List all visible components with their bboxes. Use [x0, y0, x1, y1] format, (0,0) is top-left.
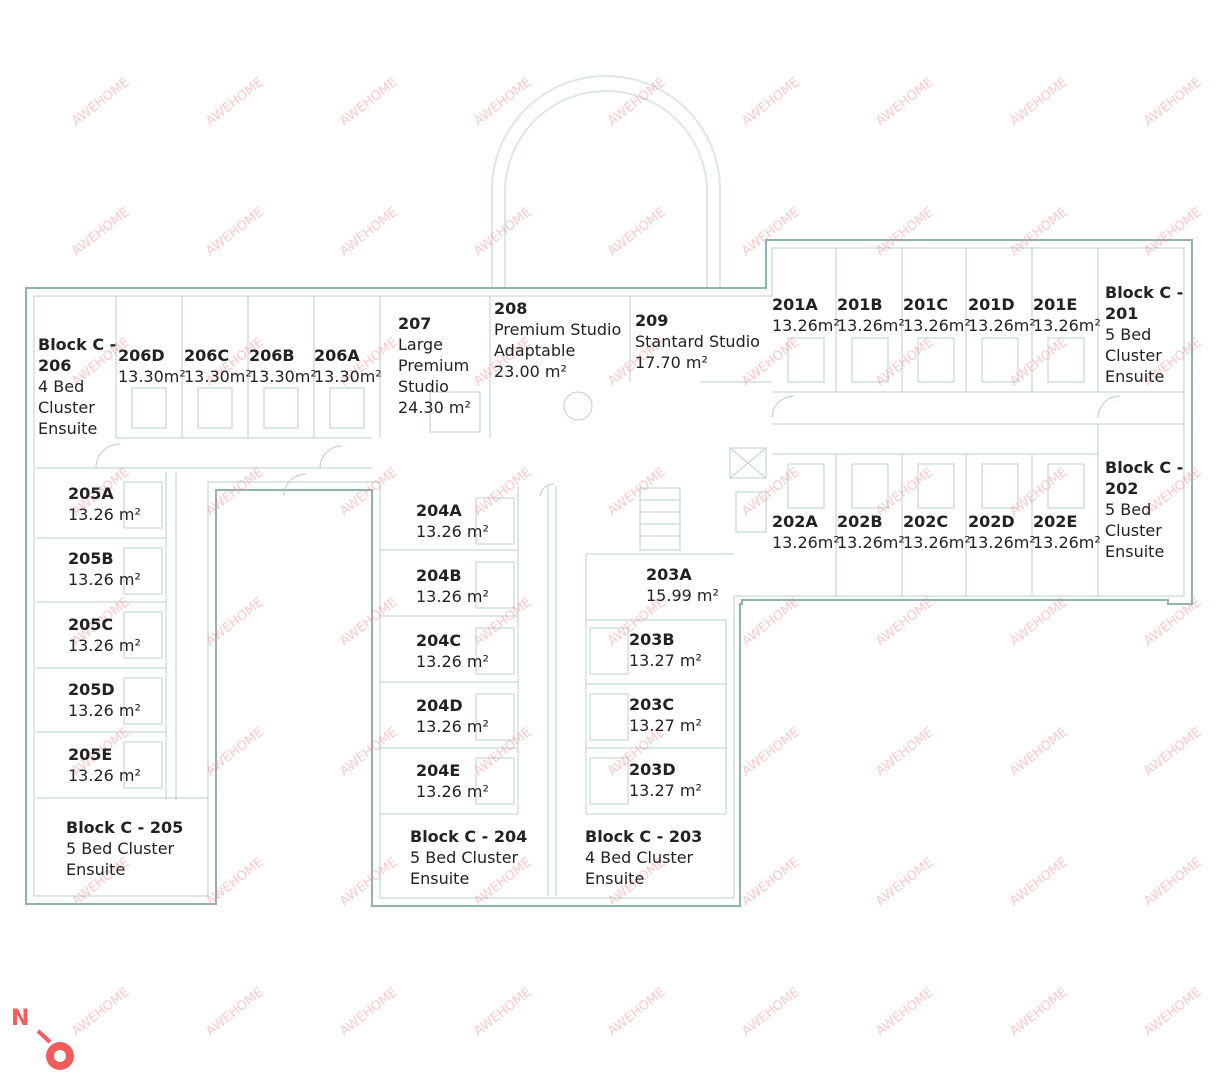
room-label-205E: 205E 13.26 m² [68, 745, 141, 785]
svg-text:AWEHOME: AWEHOME [471, 205, 534, 259]
svg-text:AWEHOME: AWEHOME [873, 205, 936, 259]
svg-text:AWEHOME: AWEHOME [471, 75, 534, 129]
room-label-202E: 202E 13.26m² [1033, 512, 1101, 552]
corridors [36, 391, 1184, 896]
room-label-205-cluster: Block C - 205 5 Bed Cluster Ensuite [66, 818, 184, 879]
room-label-203A: 203A 15.99 m² [646, 565, 719, 605]
svg-text:AWEHOME: AWEHOME [739, 75, 802, 129]
room-label-206-cluster: Block C - 206 4 Bed Cluster Ensuite [38, 335, 117, 438]
room-label-209: 209 Stantard Studio 17.70 m² [635, 311, 760, 372]
compass-north-label: N [11, 1006, 29, 1031]
room-label-201E: 201E 13.26m² [1033, 295, 1101, 335]
svg-text:AWEHOME: AWEHOME [1141, 205, 1204, 259]
room-label-201A: 201A 13.26m² [772, 295, 840, 335]
svg-text:AWEHOME: AWEHOME [203, 465, 266, 519]
svg-text:AWEHOME: AWEHOME [203, 855, 266, 909]
svg-text:AWEHOME: AWEHOME [873, 855, 936, 909]
room-label-203B: 203B 13.27 m² [629, 630, 702, 670]
room-label-203D: 203D 13.27 m² [629, 760, 702, 800]
room-label-205B: 205B 13.26 m² [68, 549, 141, 589]
svg-text:AWEHOME: AWEHOME [873, 985, 936, 1039]
north-compass: N [10, 1004, 84, 1078]
room-label-204A: 204A 13.26 m² [416, 501, 489, 541]
svg-text:AWEHOME: AWEHOME [605, 985, 668, 1039]
room-label-202-cluster: Block C - 202 5 Bed Cluster Ensuite [1105, 458, 1184, 561]
svg-text:AWEHOME: AWEHOME [337, 205, 400, 259]
svg-text:AWEHOME: AWEHOME [873, 75, 936, 129]
room-label-204B: 204B 13.26 m² [416, 566, 489, 606]
svg-text:AWEHOME: AWEHOME [1141, 985, 1204, 1039]
room-label-204-cluster: Block C - 204 5 Bed Cluster Ensuite [410, 827, 528, 888]
svg-text:AWEHOME: AWEHOME [1141, 75, 1204, 129]
svg-text:AWEHOME: AWEHOME [69, 75, 132, 129]
room-label-202A: 202A 13.26m² [772, 512, 840, 552]
room-label-206C: 206C 13.30m² [184, 346, 252, 386]
svg-text:AWEHOME: AWEHOME [1141, 725, 1204, 779]
room-label-206B: 206B 13.30m² [249, 346, 317, 386]
room-label-203-cluster: Block C - 203 4 Bed Cluster Ensuite [585, 827, 703, 888]
arch-outline [491, 75, 721, 288]
room-label-204E: 204E 13.26 m² [416, 761, 489, 801]
svg-text:AWEHOME: AWEHOME [337, 725, 400, 779]
room-partitions [36, 248, 1099, 815]
room-label-206A: 206A 13.30m² [314, 346, 382, 386]
svg-text:AWEHOME: AWEHOME [203, 985, 266, 1039]
svg-text:AWEHOME: AWEHOME [471, 985, 534, 1039]
svg-text:AWEHOME: AWEHOME [1007, 855, 1070, 909]
room-label-202D: 202D 13.26m² [968, 512, 1036, 552]
svg-text:AWEHOME: AWEHOME [739, 725, 802, 779]
svg-text:AWEHOME: AWEHOME [1007, 205, 1070, 259]
svg-text:AWEHOME: AWEHOME [337, 855, 400, 909]
svg-text:AWEHOME: AWEHOME [873, 335, 936, 389]
svg-text:AWEHOME: AWEHOME [873, 725, 936, 779]
room-label-207: 207 Large Premium Studio 24.30 m² [398, 314, 471, 417]
svg-text:AWEHOME: AWEHOME [739, 985, 802, 1039]
svg-text:AWEHOME: AWEHOME [1007, 725, 1070, 779]
room-label-204C: 204C 13.26 m² [416, 631, 489, 671]
svg-text:AWEHOME: AWEHOME [203, 205, 266, 259]
svg-text:AWEHOME: AWEHOME [1007, 985, 1070, 1039]
svg-text:AWEHOME: AWEHOME [605, 465, 668, 519]
room-label-205A: 205A 13.26 m² [68, 484, 141, 524]
svg-text:AWEHOME: AWEHOME [337, 985, 400, 1039]
svg-text:AWEHOME: AWEHOME [605, 205, 668, 259]
svg-text:AWEHOME: AWEHOME [739, 595, 802, 649]
svg-text:AWEHOME: AWEHOME [1007, 595, 1070, 649]
door-swings [95, 395, 1121, 497]
room-label-203C: 203C 13.27 m² [629, 695, 702, 735]
svg-text:AWEHOME: AWEHOME [337, 75, 400, 129]
watermarks: AWEHOME AWEHOME AWEHOME AWEHOME AWEHOME … [69, 75, 1204, 1039]
svg-text:AWEHOME: AWEHOME [1007, 335, 1070, 389]
room-label-208: 208 Premium Studio Adaptable 23.00 m² [494, 299, 622, 381]
room-label-206D: 206D 13.30m² [118, 346, 186, 386]
svg-text:AWEHOME: AWEHOME [203, 75, 266, 129]
svg-text:AWEHOME: AWEHOME [605, 75, 668, 129]
svg-text:AWEHOME: AWEHOME [203, 595, 266, 649]
room-label-205C: 205C 13.26 m² [68, 615, 141, 655]
room-label-204D: 204D 13.26 m² [416, 696, 489, 736]
svg-text:AWEHOME: AWEHOME [739, 205, 802, 259]
svg-text:AWEHOME: AWEHOME [203, 725, 266, 779]
svg-text:AWEHOME: AWEHOME [337, 465, 400, 519]
building-outline [25, 239, 1193, 907]
room-label-202B: 202B 13.26m² [837, 512, 905, 552]
room-label-201C: 201C 13.26m² [903, 295, 971, 335]
compass-icon: N [11, 1006, 74, 1070]
svg-text:AWEHOME: AWEHOME [1007, 75, 1070, 129]
room-label-201-cluster: Block C - 201 5 Bed Cluster Ensuite [1105, 283, 1184, 386]
svg-text:AWEHOME: AWEHOME [337, 595, 400, 649]
svg-text:AWEHOME: AWEHOME [873, 595, 936, 649]
svg-text:AWEHOME: AWEHOME [69, 205, 132, 259]
room-label-205D: 205D 13.26 m² [68, 680, 141, 720]
room-label-202C: 202C 13.26m² [903, 512, 971, 552]
room-label-201D: 201D 13.26m² [968, 295, 1036, 335]
ensuite-pods [123, 337, 1085, 805]
svg-text:AWEHOME: AWEHOME [739, 855, 802, 909]
room-label-201B: 201B 13.26m² [837, 295, 905, 335]
svg-text:AWEHOME: AWEHOME [1141, 855, 1204, 909]
